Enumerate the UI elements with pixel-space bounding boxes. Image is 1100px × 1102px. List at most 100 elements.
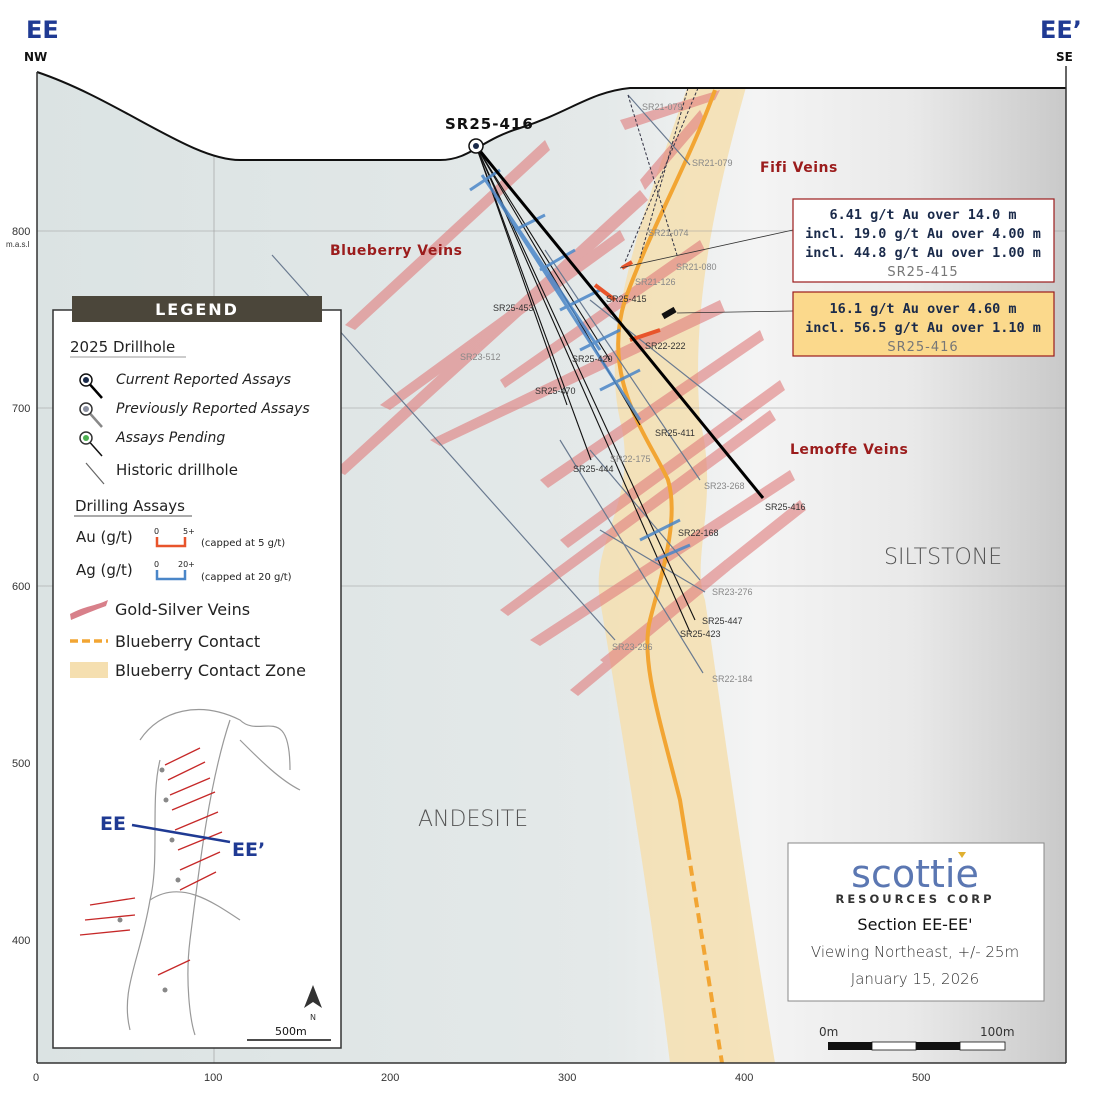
x-tick: 300 <box>558 1072 576 1084</box>
y-tick: 600 <box>12 581 30 593</box>
legend-item: Blueberry Contact <box>115 632 260 651</box>
assay-hole: SR25-416 <box>887 340 958 355</box>
y-tick: 400 <box>12 935 30 947</box>
y-axis: 800 m.a.s.l 700 600 500 400 <box>6 226 30 947</box>
collar-label: SR25-416 <box>445 115 534 133</box>
fifi-veins-label: Fifi Veins <box>760 160 838 176</box>
y-unit: m.a.s.l <box>6 240 30 249</box>
ag-max: 20+ <box>178 560 195 569</box>
assays-pending-icon <box>79 431 103 457</box>
au-max: 5+ <box>183 527 195 536</box>
drillhole-label: SR22-175 <box>610 454 651 464</box>
drillhole-label: SR21-079 <box>642 102 683 112</box>
drillhole-sr25-416[interactable] <box>474 145 765 499</box>
section-right-label: EE’ <box>1040 16 1082 44</box>
logo-subtitle: RESOURCES CORP <box>835 892 994 906</box>
assay-line: incl. 44.8 g/t Au over 1.00 m <box>805 245 1041 261</box>
inset-right-label: EE’ <box>232 839 265 861</box>
legend-item: Blueberry Contact Zone <box>115 661 306 680</box>
north-arrow-icon <box>304 985 322 1008</box>
y-tick: 700 <box>12 403 30 415</box>
legend-item: Current Reported Assays <box>116 372 291 388</box>
drillhole-label: SR23-268 <box>704 481 745 491</box>
drillhole-label: SR21-074 <box>648 228 689 238</box>
drillhole-labels: SR21-079 SR21-079 SR21-074 SR21-080 SR21… <box>460 102 806 684</box>
drillhole-label: SR25-423 <box>680 629 721 639</box>
ag-scale-icon <box>155 570 187 581</box>
drillhole-label: SR25-415 <box>606 294 647 304</box>
drillhole-label: SR21-126 <box>635 277 676 287</box>
x-tick: 400 <box>735 1072 753 1084</box>
drillhole-label: SR23-276 <box>712 587 753 597</box>
drillhole-label: SR25-470 <box>535 386 576 396</box>
ag-min: 0 <box>154 560 159 569</box>
section-left-label: EE <box>26 16 59 44</box>
inset-section-line <box>131 823 231 844</box>
contact-zone-swatch-icon <box>70 662 108 678</box>
viewing-direction: Viewing Northeast, +/- 25m <box>811 943 1019 961</box>
drillhole-label: SR22-222 <box>645 341 686 351</box>
blueberry-contact-dashed <box>686 849 724 1063</box>
au-scale-icon <box>155 537 187 548</box>
inset-map: EE EE’ N 500m <box>79 709 331 1041</box>
drillhole-label: SR22-168 <box>678 528 719 538</box>
x-tick: 200 <box>381 1072 399 1084</box>
logo-wordmark: scottie <box>851 852 979 896</box>
topography-line <box>36 71 1066 161</box>
collar-sr25-416[interactable]: SR25-416 <box>445 115 534 154</box>
y-tick: 500 <box>12 758 30 770</box>
au-label: Au (g/t) <box>76 528 133 546</box>
drillhole-label: SR25-453 <box>493 303 534 313</box>
au-note: (capped at 5 g/t) <box>201 538 285 549</box>
historic-drillhole-icon <box>85 462 105 485</box>
ag-label: Ag (g/t) <box>76 561 133 579</box>
blueberry-contact-zone <box>598 80 775 1063</box>
drillhole-label: SR25-444 <box>573 464 614 474</box>
direction-se: SE <box>1056 50 1073 64</box>
au-min: 0 <box>154 527 159 536</box>
legend-item: Assays Pending <box>115 430 225 446</box>
y-tick: 800 <box>12 226 30 238</box>
assay-line: 6.41 g/t Au over 14.0 m <box>830 207 1017 223</box>
vein-swatch-icon <box>70 600 108 620</box>
legend-item: Previously Reported Assays <box>116 401 310 417</box>
legend-item: Gold-Silver Veins <box>115 600 250 619</box>
drillhole-label: SR25-411 <box>655 428 695 438</box>
drillhole-label: SR21-079 <box>692 158 733 168</box>
andesite-label: ANDESITE <box>418 807 528 832</box>
assay-hole: SR25-415 <box>887 265 958 280</box>
scale-bar: 0m 100m <box>819 1025 1015 1051</box>
x-tick: 0 <box>33 1072 39 1084</box>
x-tick: 500 <box>912 1072 930 1084</box>
current-assays-icon <box>79 373 103 399</box>
legend: LEGEND 2025 Drillhole Current Reported A… <box>52 296 342 1049</box>
blueberry-veins-label: Blueberry Veins <box>330 243 462 259</box>
ag-assay-intervals <box>469 168 691 562</box>
section-title: Section EE-EE' <box>857 915 972 934</box>
drillhole-label: SR23-296 <box>612 642 653 652</box>
north-label: N <box>310 1013 316 1022</box>
ag-note: (capped at 20 g/t) <box>201 572 292 583</box>
title-block: scottie RESOURCES CORP Section EE-EE' Vi… <box>787 842 1045 1002</box>
drillhole-heading: 2025 Drillhole <box>70 338 175 356</box>
previous-assays-icon <box>79 402 103 428</box>
assay-line: incl. 19.0 g/t Au over 4.00 m <box>805 226 1041 242</box>
x-tick: 100 <box>204 1072 222 1084</box>
legend-item: Historic drillhole <box>116 461 238 479</box>
direction-nw: NW <box>24 50 47 64</box>
assay-box-sr25-416: 16.1 g/t Au over 4.60 m incl. 56.5 g/t A… <box>792 291 1055 357</box>
x-axis: 0 100 200 300 400 500 <box>33 1072 930 1084</box>
legend-title: LEGEND <box>155 300 239 319</box>
drillhole-label: SR23-512 <box>460 352 501 362</box>
assay-line: 16.1 g/t Au over 4.60 m <box>830 301 1017 317</box>
drillhole-label: SR25-416 <box>765 502 806 512</box>
inset-scale-label: 500m <box>275 1025 307 1038</box>
assay-line: incl. 56.5 g/t Au over 1.10 m <box>805 320 1041 336</box>
drillhole-label: SR25-447 <box>702 616 743 626</box>
scale-start: 0m <box>819 1025 838 1039</box>
assays-heading: Drilling Assays <box>75 497 185 515</box>
drillhole-label: SR21-080 <box>676 262 717 272</box>
historic-dashed-holes <box>624 87 699 263</box>
assay-box-sr25-415: 6.41 g/t Au over 14.0 m incl. 19.0 g/t A… <box>792 198 1055 283</box>
